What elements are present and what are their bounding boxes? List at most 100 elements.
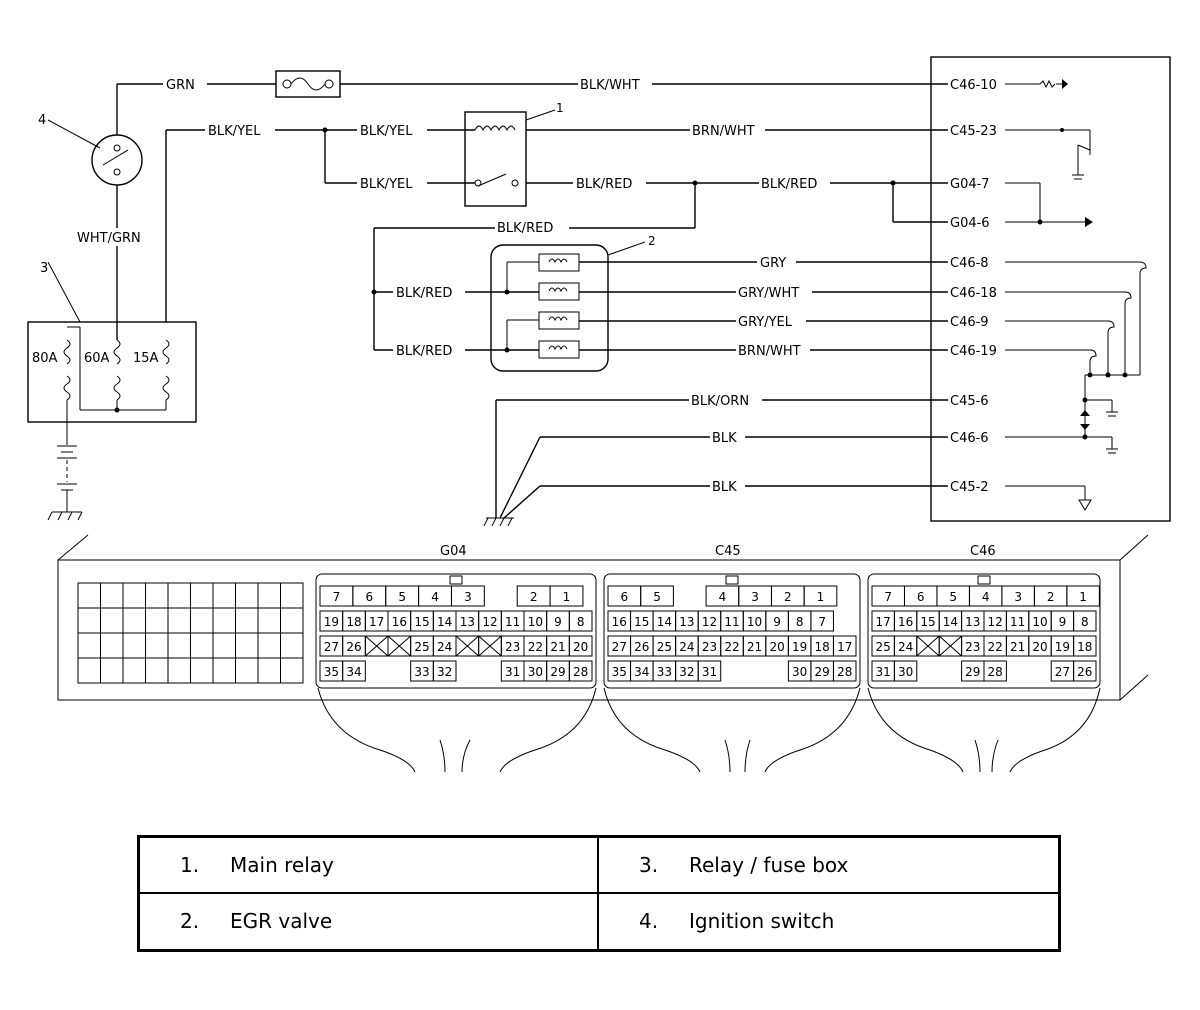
connector-pin: 7 bbox=[810, 610, 834, 632]
svg-text:23: 23 bbox=[702, 640, 717, 654]
connector-pin: 8 bbox=[1073, 610, 1097, 632]
svg-text:17: 17 bbox=[837, 640, 852, 654]
svg-text:31: 31 bbox=[876, 665, 891, 679]
svg-text:1: 1 bbox=[817, 590, 825, 604]
connector-pin: 14 bbox=[938, 610, 963, 632]
connector-pin: 9 bbox=[546, 610, 570, 632]
terminal-c45-23: C45-23 bbox=[950, 124, 997, 139]
svg-text:12: 12 bbox=[482, 615, 497, 629]
connector-pin: 13 bbox=[455, 610, 480, 632]
svg-text:26: 26 bbox=[346, 640, 361, 654]
svg-text:30: 30 bbox=[792, 665, 807, 679]
svg-text:31: 31 bbox=[505, 665, 520, 679]
main-relay: 1 bbox=[464, 101, 564, 207]
connector-pin bbox=[387, 635, 412, 657]
terminal-c46-10: C46-10 bbox=[950, 78, 997, 93]
terminal-c45-2: C45-2 bbox=[950, 480, 989, 495]
svg-text:2: 2 bbox=[530, 590, 538, 604]
svg-text:18: 18 bbox=[346, 615, 361, 629]
wiring-diagram: 4 WHT/GRN GRN BLK/WHT 3 80A 60A 15A bbox=[27, 56, 1171, 773]
connector-pin: 26 bbox=[630, 635, 654, 657]
connector-pin: 33 bbox=[652, 660, 677, 682]
wire-label-blk-yel-2: BLK/YEL bbox=[360, 124, 413, 139]
connector-pin: 11 bbox=[500, 610, 525, 632]
connector-pin: 12 bbox=[478, 610, 502, 632]
svg-text:7: 7 bbox=[818, 615, 826, 629]
svg-text:21: 21 bbox=[1010, 640, 1025, 654]
legend-label: Main relay bbox=[230, 852, 334, 877]
wire-label-blk-wht: BLK/WHT bbox=[580, 78, 640, 93]
callout-2: 2 bbox=[648, 234, 656, 248]
terminal-c46-19: C46-19 bbox=[950, 344, 997, 359]
svg-text:29: 29 bbox=[550, 665, 565, 679]
wire-label-grn: GRN bbox=[166, 78, 195, 93]
svg-text:29: 29 bbox=[965, 665, 980, 679]
legend-item-main-relay: 1.Main relay bbox=[140, 838, 599, 894]
connector-pin: 30 bbox=[787, 660, 812, 682]
connector-pin: 14 bbox=[432, 610, 457, 632]
connector-pin: 31 bbox=[871, 660, 895, 682]
svg-text:13: 13 bbox=[679, 615, 694, 629]
connector-pin: 26 bbox=[1073, 660, 1097, 682]
wire-label-blk-1: BLK bbox=[712, 431, 737, 446]
svg-text:28: 28 bbox=[988, 665, 1003, 679]
svg-text:15: 15 bbox=[920, 615, 935, 629]
connector-pin: 1 bbox=[1066, 585, 1100, 607]
svg-text:25: 25 bbox=[876, 640, 891, 654]
svg-text:22: 22 bbox=[988, 640, 1003, 654]
wire-label-blk-yel-1: BLK/YEL bbox=[208, 124, 261, 139]
wire-label-blk-2: BLK bbox=[712, 480, 737, 495]
connector-pin: 27 bbox=[1050, 660, 1075, 682]
connector-pin: 22 bbox=[983, 635, 1007, 657]
battery-symbol bbox=[47, 445, 83, 521]
connector-pin: 8 bbox=[568, 610, 593, 632]
terminal-g04-7: G04-7 bbox=[950, 177, 990, 192]
svg-text:8: 8 bbox=[796, 615, 804, 629]
svg-text:24: 24 bbox=[437, 640, 452, 654]
svg-text:15: 15 bbox=[634, 615, 649, 629]
connector-pin: 25 bbox=[652, 635, 677, 657]
svg-text:25: 25 bbox=[414, 640, 429, 654]
connector-pin: 4 bbox=[418, 585, 452, 607]
connector-pin: 31 bbox=[500, 660, 525, 682]
connector-pin: 16 bbox=[607, 610, 632, 632]
connector-pin: 13 bbox=[675, 610, 699, 632]
connector-pin: 10 bbox=[523, 610, 548, 632]
svg-text:12: 12 bbox=[988, 615, 1003, 629]
connector-pin: 5 bbox=[385, 585, 420, 607]
connector-pin: 34 bbox=[342, 660, 366, 682]
connector-pin: 21 bbox=[1005, 635, 1030, 657]
legend-number: 3. bbox=[639, 852, 659, 877]
connector-pin: 14 bbox=[652, 610, 677, 632]
connector-pin: 27 bbox=[607, 635, 632, 657]
svg-text:19: 19 bbox=[792, 640, 807, 654]
svg-text:4: 4 bbox=[431, 590, 439, 604]
connector-pin bbox=[478, 635, 502, 657]
legend-label: Ignition switch bbox=[689, 909, 835, 934]
svg-text:34: 34 bbox=[346, 665, 361, 679]
connector-pin: 5 bbox=[640, 585, 674, 607]
svg-text:11: 11 bbox=[1010, 615, 1025, 629]
connector-pin: 20 bbox=[1028, 635, 1052, 657]
svg-text:1: 1 bbox=[1079, 590, 1087, 604]
svg-text:27: 27 bbox=[1055, 665, 1070, 679]
svg-text:18: 18 bbox=[1077, 640, 1092, 654]
connector-pin: 19 bbox=[319, 610, 344, 632]
svg-text:20: 20 bbox=[573, 640, 588, 654]
svg-text:34: 34 bbox=[634, 665, 649, 679]
svg-text:23: 23 bbox=[505, 640, 520, 654]
svg-text:28: 28 bbox=[837, 665, 852, 679]
svg-text:33: 33 bbox=[414, 665, 429, 679]
connector-pin: 28 bbox=[832, 660, 857, 682]
svg-text:22: 22 bbox=[724, 640, 739, 654]
legend-item-egr-valve: 2.EGR valve bbox=[140, 893, 599, 949]
svg-text:2: 2 bbox=[1047, 590, 1055, 604]
svg-text:7: 7 bbox=[884, 590, 892, 604]
svg-text:14: 14 bbox=[437, 615, 452, 629]
connector-pin: 24 bbox=[432, 635, 457, 657]
connector-pin: 25 bbox=[410, 635, 434, 657]
connector-pin: 27 bbox=[319, 635, 344, 657]
connector-pin: 16 bbox=[893, 610, 918, 632]
svg-text:10: 10 bbox=[1032, 615, 1047, 629]
connector-pin: 33 bbox=[410, 660, 434, 682]
